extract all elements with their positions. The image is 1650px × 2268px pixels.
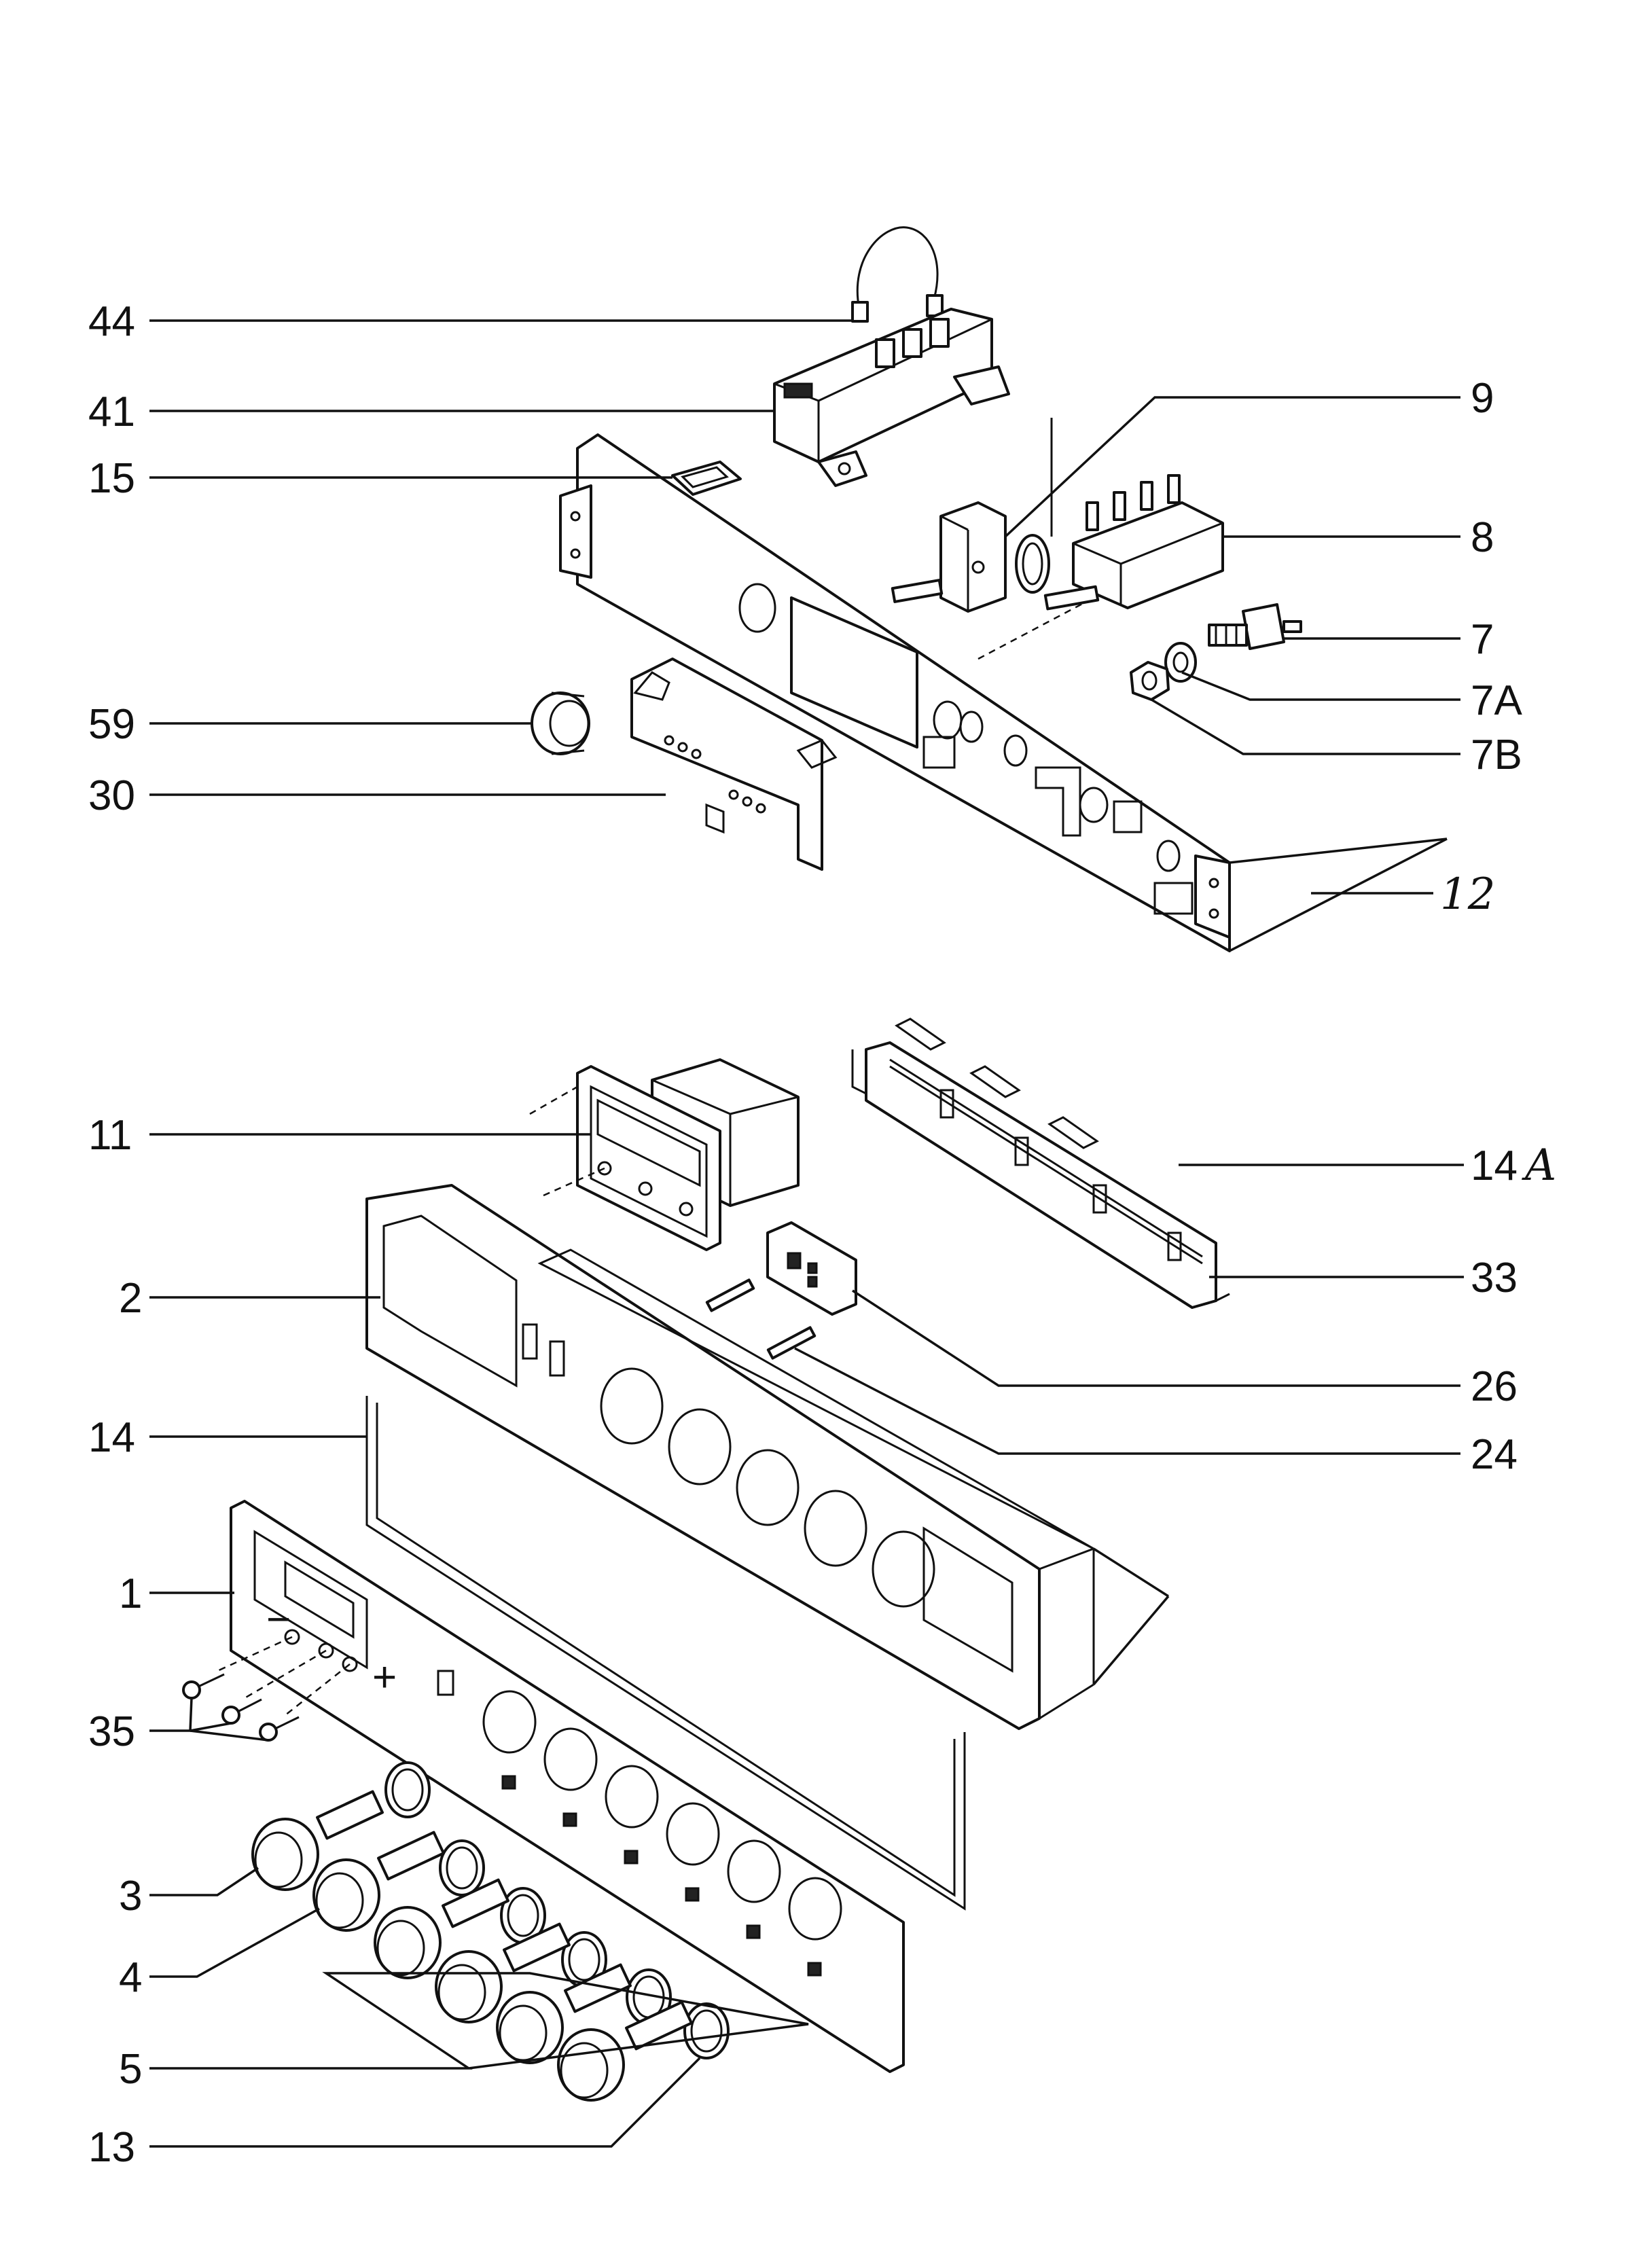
part-35-screws (182, 1673, 300, 1742)
part-3-knob (251, 1790, 384, 1891)
label-44: 44 (88, 298, 135, 345)
label-9: 9 (1471, 375, 1494, 422)
part-11-timer (529, 1058, 800, 1251)
label-4: 4 (119, 1954, 142, 2001)
label-2: 2 (119, 1275, 142, 1322)
panel-minus-mark: − (266, 1596, 291, 1643)
part-14A-heat-shield (851, 1018, 1230, 1309)
part-2-inner-panel (365, 1184, 1170, 1730)
part-13-knob-rings (384, 1761, 730, 2059)
label-7A: 7A (1471, 677, 1522, 724)
part-24-pins (705, 1278, 817, 1360)
label-5: 5 (119, 2046, 142, 2093)
part-7A-washer (1164, 642, 1197, 683)
label-24: 24 (1471, 1431, 1518, 1478)
part-1-front-panel: − + (217, 1500, 905, 2073)
part-5-knob-b (435, 1922, 571, 2023)
part-5-knob-d (557, 2000, 693, 2102)
label-26: 26 (1471, 1363, 1518, 1410)
part-15-switch (671, 461, 742, 496)
part-26-board (766, 1221, 857, 1316)
label-35: 35 (88, 1708, 135, 1755)
part-9-thermostat (891, 418, 1053, 613)
label-33: 33 (1471, 1255, 1518, 1301)
label-13: 13 (88, 2124, 135, 2171)
label-7: 7 (1471, 616, 1494, 663)
part-8-selector-switch (1043, 474, 1224, 611)
label-14: 14 (88, 1414, 135, 1461)
part-14-gasket (365, 1396, 966, 1911)
part-41-ignition-block (773, 308, 1010, 487)
part-7B-nut (1130, 661, 1170, 701)
label-15: 15 (88, 455, 135, 502)
part-30-bracket (630, 658, 838, 871)
label-14A-suffix: A (1522, 1140, 1556, 1191)
part-7-push-switch (1208, 603, 1302, 650)
label-59: 59 (88, 701, 135, 748)
panel-plus-mark: + (372, 1654, 397, 1701)
label-14A: 14 (1471, 1142, 1518, 1189)
part-5-knob-c (496, 1963, 632, 2064)
part-4-knob (312, 1831, 445, 1932)
part-12-rear-bracket (559, 433, 1448, 952)
leader-lines (149, 319, 1464, 2148)
label-12: 12 (1440, 869, 1495, 920)
label-1: 1 (119, 1570, 142, 1617)
upper-assembly (531, 226, 1448, 952)
part-44-wire-clip (851, 226, 944, 323)
label-11: 11 (88, 1112, 132, 1159)
part-59-lamp (531, 691, 590, 755)
label-8: 8 (1471, 514, 1494, 561)
lower-assembly: − + (182, 1018, 1230, 2102)
label-7B: 7B (1471, 732, 1522, 778)
part-labels: 44 41 15 59 30 9 8 7 7A 7B 12 11 2 14 1 … (88, 298, 1556, 2171)
label-41: 41 (88, 389, 135, 435)
label-3: 3 (119, 1873, 142, 1920)
control-knobs (251, 1790, 693, 2102)
label-30: 30 (88, 772, 135, 819)
part-5-knob-a (374, 1878, 509, 1979)
